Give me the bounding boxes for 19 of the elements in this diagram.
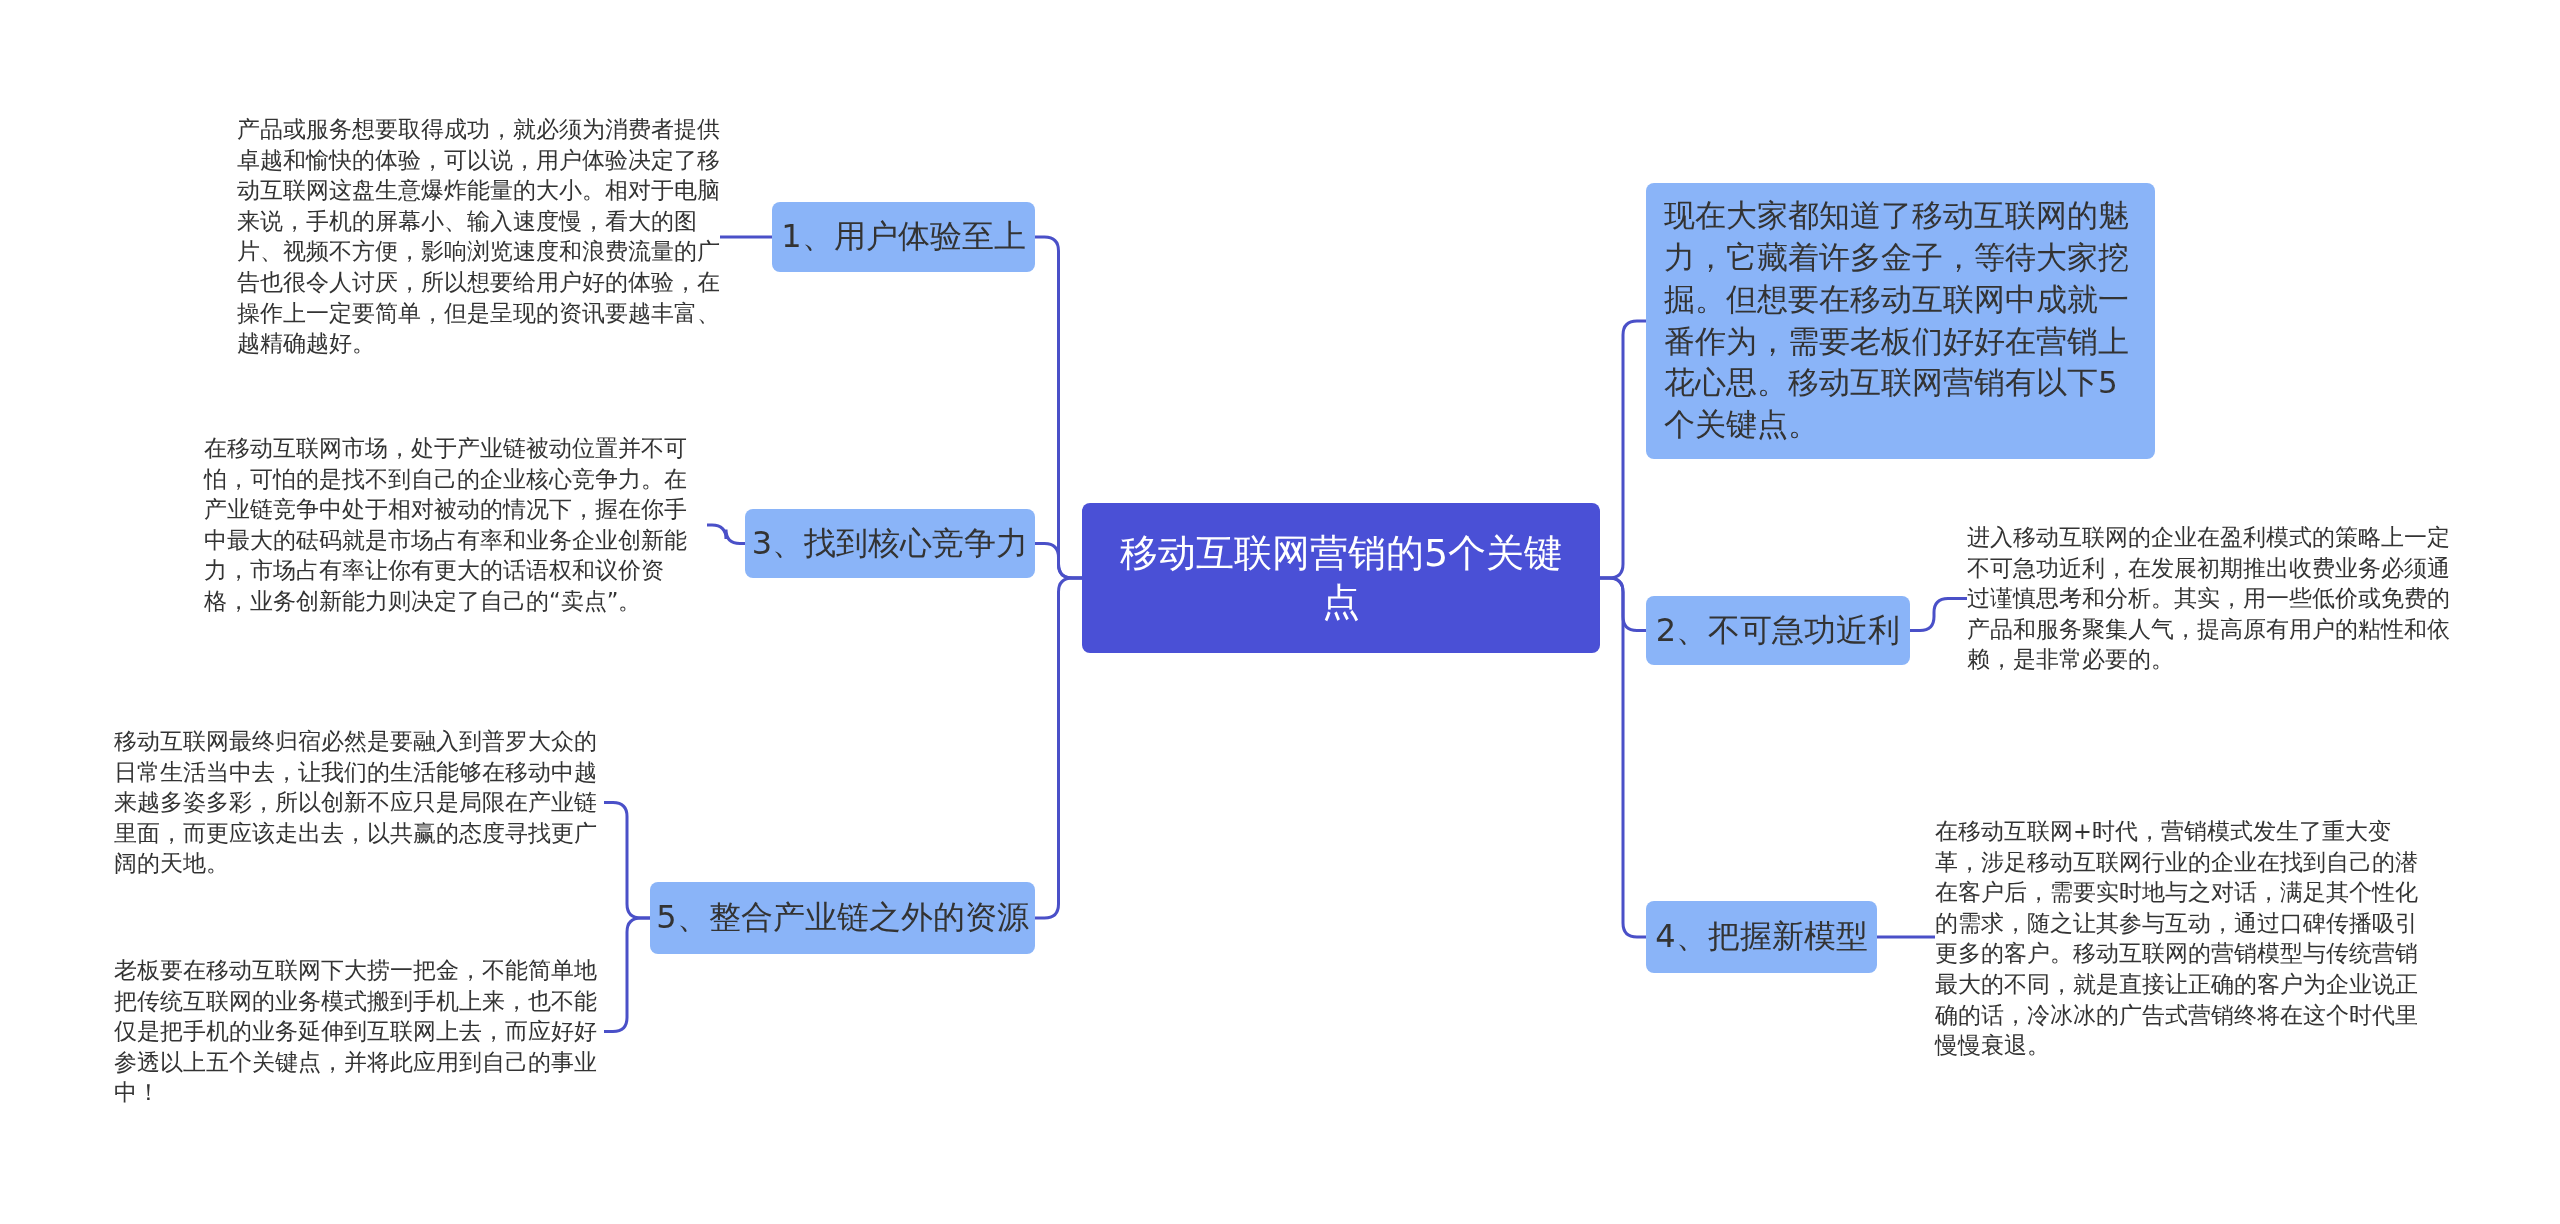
note-text: 在移动互联网市场，处于产业链被动位置并不可怕，可怕的是找不到自己的企业核心竞争力。在产业链竞争中处于相对被动的情况下，握在你手中最大的砝码就是市场占有率和业务企业创新能力，市场占有率让你有更大的话语权和议价资格，业务创新能力则决定了自己的“卖点”。 [204,433,707,617]
connector-line [1877,935,1935,939]
topic-box: 现在大家都知道了移动互联网的魅力，它藏着许多金子，等待大家挖掘。但想要在移动互联网中成就一番作为，需要老板们好好在营销上花心思。移动互联网营销有以下5个关键点。 [1646,183,2155,459]
note-text: 老板要在移动互联网下大捞一把金，不能简单地把传统互联网的业务模式搬到手机上来，也不能仅是把手机的业务延伸到互联网上去，而应好好参透以上五个关键点，并将此应用到自己的事业中！ [114,955,604,1108]
connector-line [1600,576,1646,939]
topic-box: 4、把握新模型 [1646,901,1877,973]
connector-line [707,523,745,545]
topic-box: 5、整合产业链之外的资源 [650,882,1035,954]
topic-box: 2、不可急功近利 [1646,596,1910,665]
topic-box: 3、找到核心竞争力 [745,509,1035,578]
note-text: 进入移动互联网的企业在盈利模式的策略上一定不可急功近利，在发展初期推出收费业务必须通过谨慎思考和分析。其实，用一些低价或免费的产品和服务聚集人气，提高原有用户的粘性和依赖，是非常必要的。 [1967,522,2450,675]
connector-line [1035,576,1082,920]
note-text: 移动互联网最终归宿必然是要融入到普罗大众的日常生活当中去，让我们的生活能够在移动中越来越多姿多彩，所以创新不应只是局限在产业链里面，而更应该走出去，以共赢的态度寻找更广阔的天地。 [114,726,604,879]
note-text: 产品或服务想要取得成功，就必须为消费者提供卓越和愉快的体验，可以说，用户体验决定了移动互联网这盘生意爆炸能量的大小。相对于电脑来说，手机的屏幕小、输入速度慢，看大的图片、视频不方便，影响浏览速度和浪费流量的广告也很令人讨厌，所以想要给用户好的体验，在操作上一定要简单，但是呈现的资讯要越丰富、越精确越好。 [237,114,720,359]
topic-box: 1、用户体验至上 [772,202,1035,272]
connector-line [720,235,772,239]
note-text: 在移动互联网+时代，营销模式发生了重大变革，涉足移动互联网行业的企业在找到自己的潜在客户后，需要实时地与之对话，满足其个性化的需求，随之让其参与互动，通过口碑传播吸引更多的客户。移动互联网的营销模型与传统营销最大的不同，就是直接让正确的客户为企业说正确的话，冷冰冰的广告式营销终将在这个时代里慢慢衰退。 [1935,816,2418,1061]
connector-line [1910,597,1967,632]
central-topic-box: 移动互联网营销的5个关键点 [1082,503,1600,653]
